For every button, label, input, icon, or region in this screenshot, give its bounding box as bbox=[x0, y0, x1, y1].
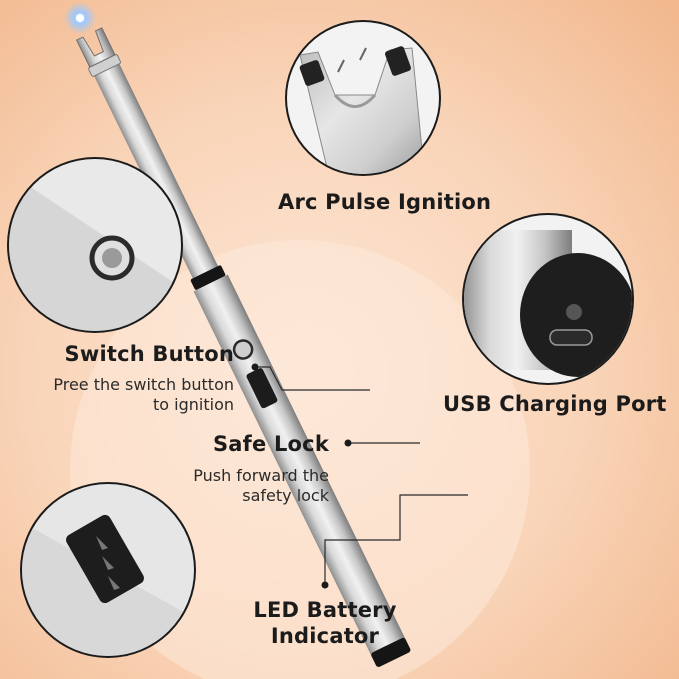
arc-glow-core bbox=[76, 14, 84, 22]
switch-button-desc-2: to ignition bbox=[153, 395, 234, 414]
lighter-wand bbox=[75, 27, 411, 667]
led-leader-line bbox=[324, 494, 468, 585]
led-indicator-title-2: Indicator bbox=[270, 624, 380, 648]
lighter-end-cap bbox=[371, 637, 411, 667]
safe-lock-title: Safe Lock bbox=[212, 432, 329, 456]
led-leader-dot bbox=[321, 581, 329, 589]
safe-lock-desc-2: safety lock bbox=[242, 486, 329, 505]
lighter-tip-fork bbox=[75, 27, 116, 68]
safe-lock-slot bbox=[246, 368, 278, 409]
callout-lines bbox=[255, 366, 468, 585]
safe-lock-desc-1: Push forward the bbox=[193, 466, 329, 485]
arc-pulse-title: Arc Pulse Ignition bbox=[278, 190, 492, 214]
switch-detail-circle bbox=[7, 157, 183, 333]
led-indicator-title-1: LED Battery bbox=[253, 598, 397, 622]
lighter-shaft-upper bbox=[93, 62, 220, 282]
usb-port-title: USB Charging Port bbox=[443, 392, 667, 416]
arc-detail-circle bbox=[285, 20, 441, 176]
led-detail-circle bbox=[20, 482, 196, 658]
lighter-handle bbox=[193, 274, 407, 659]
lock-leader-dot bbox=[344, 439, 352, 447]
switch-leader-dot bbox=[251, 363, 259, 371]
usb-detail-circle bbox=[462, 213, 634, 385]
lighter-band bbox=[190, 265, 226, 290]
switch-button-title: Switch Button bbox=[64, 342, 234, 366]
switch-leader-line bbox=[255, 366, 370, 391]
switch-button-part bbox=[232, 339, 254, 360]
switch-button-desc-1: Pree the switch button bbox=[53, 375, 234, 394]
